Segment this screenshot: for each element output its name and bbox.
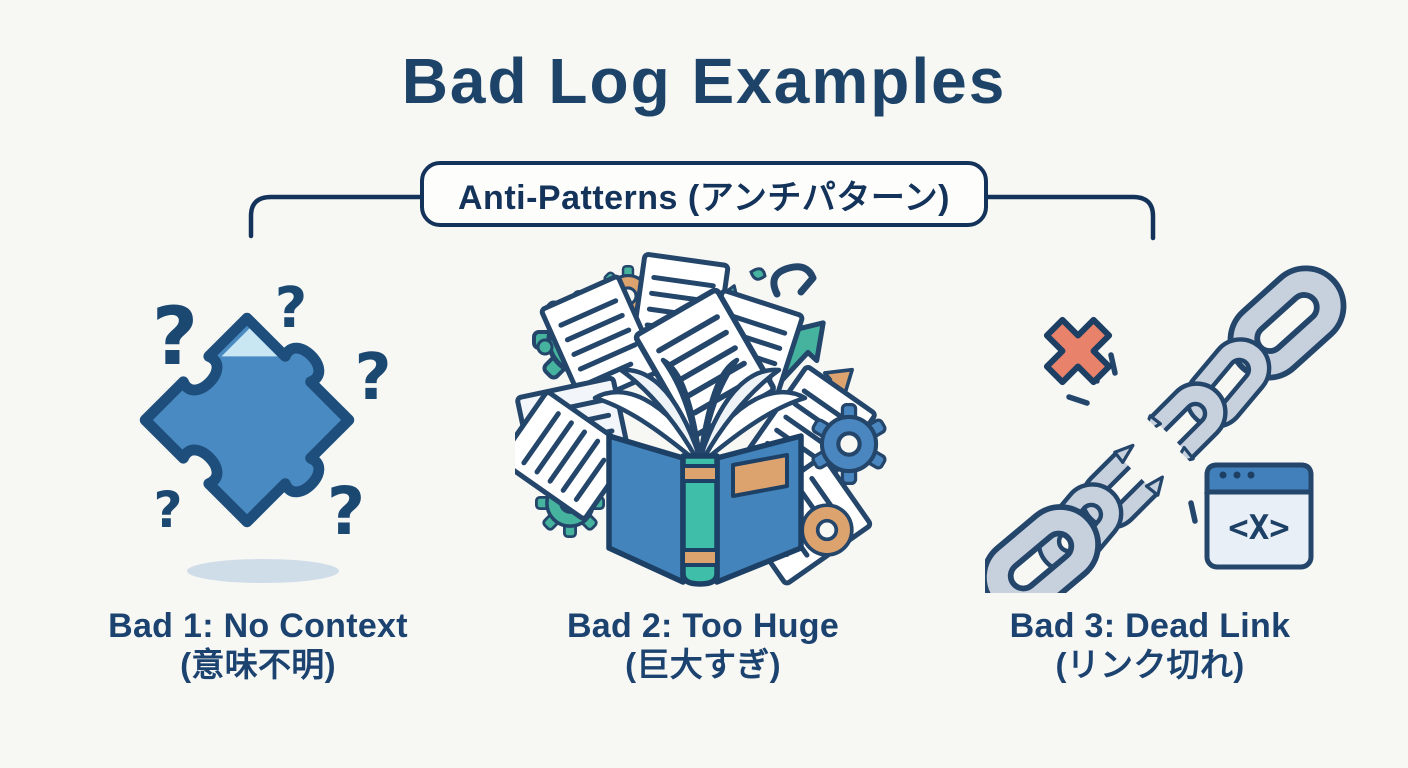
caption-dead-link: Bad 3: Dead Link (リンク切れ) [940, 606, 1360, 685]
anti-pattern-label: Anti-Patterns (アンチパターン) [458, 178, 950, 217]
book [606, 433, 804, 587]
gear-icon [800, 403, 887, 557]
teal-dot [536, 338, 554, 356]
caption-no-context: Bad 1: No Context (意味不明) [48, 606, 468, 685]
teal-blob [749, 267, 767, 281]
puzzle-question-icon: ? ? ? ? ? [139, 276, 392, 583]
anti-pattern-banner: Anti-Patterns (アンチパターン) [420, 161, 988, 227]
hook-mark [770, 263, 817, 298]
question-mark: ? [152, 290, 198, 383]
overflowing-book-icon [515, 248, 887, 606]
page-title: Bad Log Examples [401, 45, 1007, 117]
caption-subtitle: (リンク切れ) [1055, 646, 1245, 684]
caption-subtitle: (意味不明) [180, 646, 336, 684]
broken-chain-icon: <X> [985, 263, 1365, 593]
puzzle-shadow [187, 559, 339, 583]
caption-too-huge: Bad 2: Too Huge (巨大すぎ) [493, 606, 913, 685]
book-pages [592, 357, 808, 463]
code-tag-label: <X> [1228, 508, 1289, 548]
x-mark-icon [1043, 316, 1113, 386]
question-mark: ? [153, 481, 182, 539]
caption-title: Bad 3: Dead Link [1009, 607, 1291, 645]
chain-links [985, 263, 1359, 593]
browser-window-icon: <X> [1204, 462, 1314, 570]
puzzle-piece [139, 312, 355, 528]
caption-title: Bad 1: No Context [108, 607, 408, 645]
caption-title: Bad 2: Too Huge [566, 607, 840, 645]
caption-subtitle: (巨大すぎ) [625, 646, 781, 684]
question-mark: ? [275, 276, 307, 341]
question-mark: ? [354, 341, 391, 415]
question-mark: ? [327, 473, 365, 550]
